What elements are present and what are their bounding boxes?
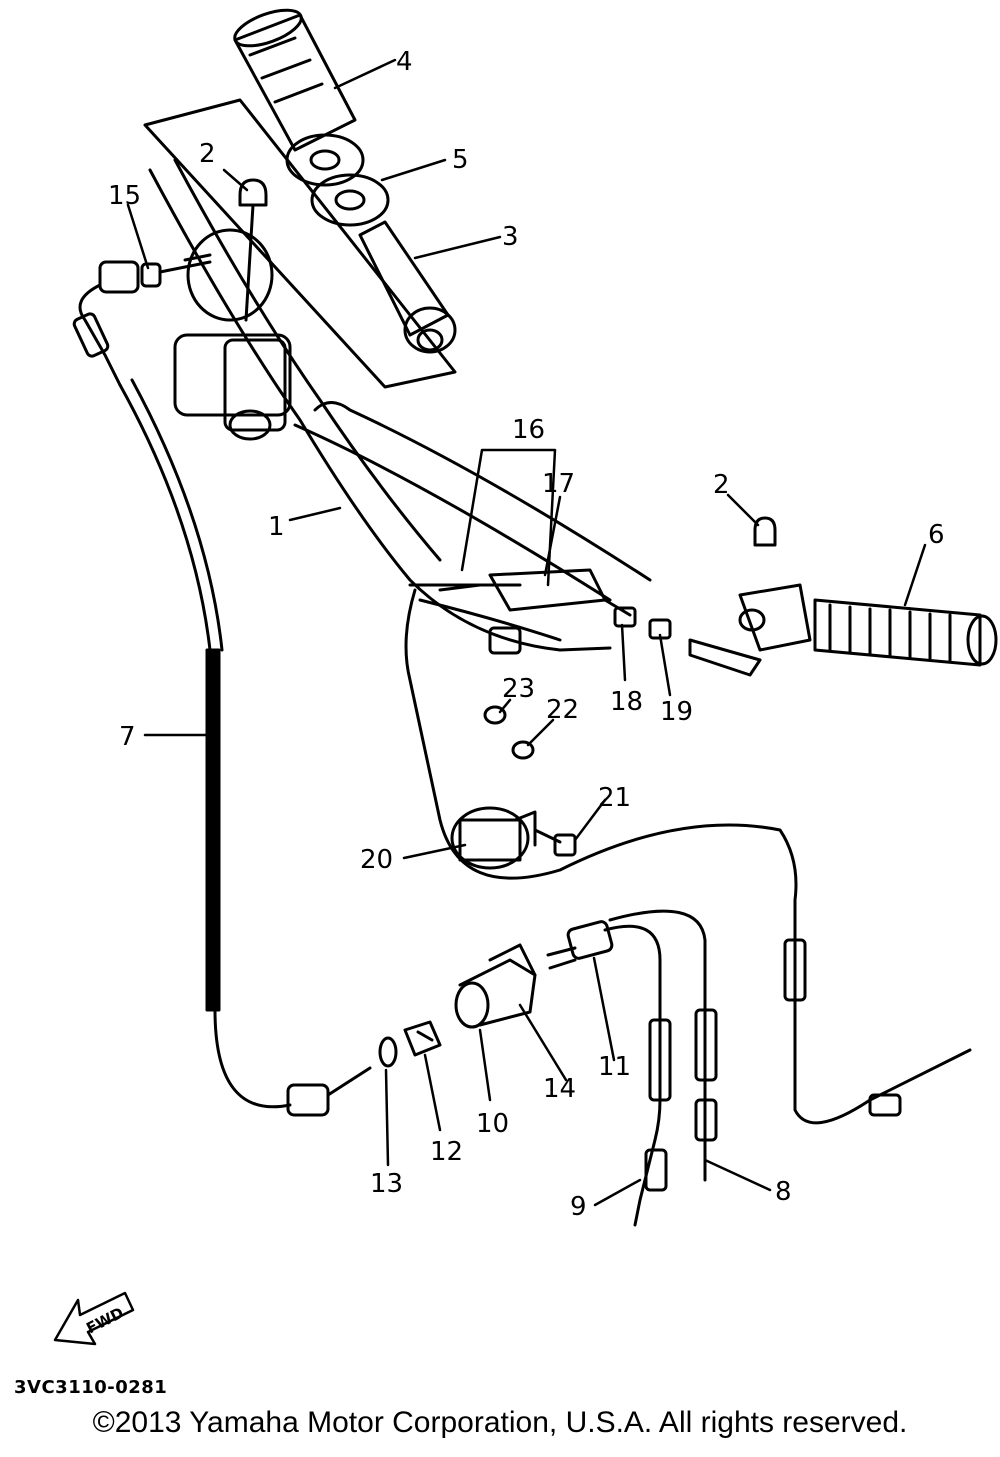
o-ring-13 xyxy=(378,1036,398,1068)
callout-8: 8 xyxy=(775,1177,792,1207)
callout-1: 1 xyxy=(268,512,285,542)
lever-16-17 xyxy=(438,568,672,655)
callout-20: 20 xyxy=(360,845,393,875)
cap-right xyxy=(753,516,777,547)
callout-5: 5 xyxy=(452,145,469,175)
callout-14: 14 xyxy=(543,1074,576,1104)
fwd-arrow-icon: FWD xyxy=(53,1291,135,1346)
fwd-label: FWD xyxy=(83,1304,126,1338)
callout-2-left: 2 xyxy=(199,139,216,169)
bracket-16 xyxy=(460,448,557,587)
callout-2-right: 2 xyxy=(713,470,730,500)
callout-12: 12 xyxy=(430,1137,463,1167)
callout-18: 18 xyxy=(610,687,643,717)
callout-17: 17 xyxy=(542,469,575,499)
clutch-cable xyxy=(404,583,972,1125)
callout-16: 16 xyxy=(512,415,545,445)
diagram-code: 3VC3110-0281 xyxy=(14,1377,168,1398)
bolt-21 xyxy=(533,828,577,857)
callout-21: 21 xyxy=(598,783,631,813)
nut-23 xyxy=(483,705,507,725)
handlebar xyxy=(148,158,652,652)
cable-fitting-11 xyxy=(546,920,614,970)
cable-clamp-20 xyxy=(450,806,537,870)
callout-15: 15 xyxy=(108,181,141,211)
callout-4: 4 xyxy=(396,47,413,77)
cable-9 xyxy=(603,924,672,1227)
grip-6 xyxy=(813,598,998,667)
callout-7: 7 xyxy=(119,722,136,752)
washer-5 xyxy=(285,133,390,227)
housing-10-14 xyxy=(454,943,537,1029)
washer-22 xyxy=(511,740,535,760)
callout-10: 10 xyxy=(476,1109,509,1139)
callout-19: 19 xyxy=(660,697,693,727)
grip-4 xyxy=(233,8,357,152)
throttle-cable-7 xyxy=(72,283,372,1117)
callout-13: 13 xyxy=(370,1169,403,1199)
callout-3: 3 xyxy=(502,222,519,252)
cable-8 xyxy=(608,909,718,1182)
callout-22: 22 xyxy=(546,695,579,725)
callout-9: 9 xyxy=(570,1192,587,1222)
throttle-housing xyxy=(143,98,457,441)
leader-lines xyxy=(126,58,927,1207)
callout-6: 6 xyxy=(928,520,945,550)
copyright-notice: ©2013 Yamaha Motor Corporation, U.S.A. A… xyxy=(92,1406,908,1439)
callout-11: 11 xyxy=(598,1052,631,1082)
throttle-tube-3 xyxy=(358,220,457,354)
lever-assembly xyxy=(688,583,812,677)
collar-12 xyxy=(403,1020,442,1057)
adjuster-15 xyxy=(98,260,212,294)
callout-23: 23 xyxy=(502,674,535,704)
